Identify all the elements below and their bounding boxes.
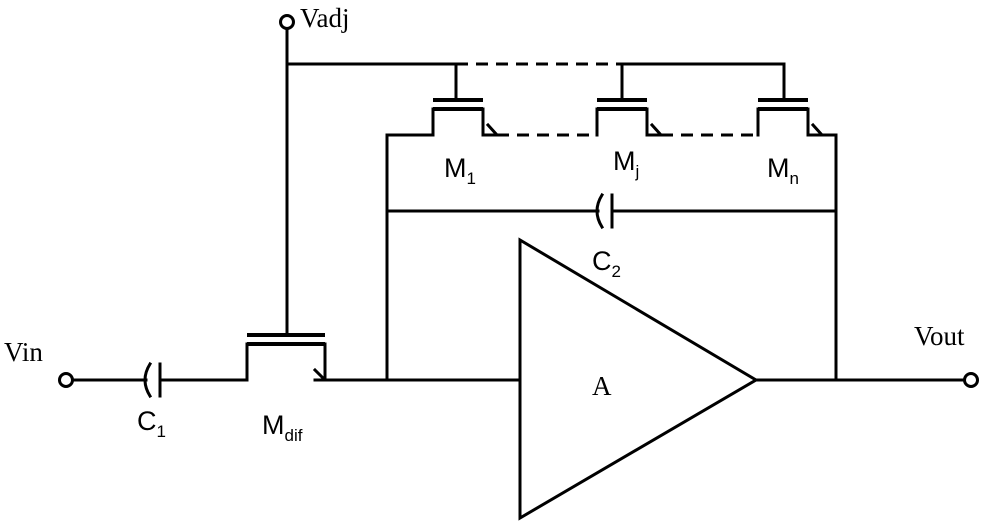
amplifier-triangle <box>518 237 759 521</box>
vout-terminal <box>963 372 979 388</box>
transistor-mdif <box>245 333 329 382</box>
m1-label: M1 <box>444 153 476 188</box>
mj-label: Mj <box>613 146 639 181</box>
vadj-label: Vadj <box>300 3 350 33</box>
amplifier-label: A <box>592 371 612 401</box>
mn-label: Mn <box>767 153 799 188</box>
vin-label: Vin <box>4 337 43 367</box>
transistor-m1 <box>431 98 501 137</box>
capacitor-c1 <box>143 361 162 399</box>
vin-terminal <box>58 372 74 388</box>
transistor-mj <box>595 98 665 137</box>
vout-label: Vout <box>914 321 965 351</box>
vadj-bus <box>285 27 786 337</box>
mdif-label: Mdif <box>262 410 303 445</box>
c1-label: C1 <box>137 406 166 441</box>
vadj-terminal <box>279 14 295 30</box>
transistor-mn <box>756 98 826 137</box>
capacitor-c2 <box>595 192 614 230</box>
c2-label: C2 <box>592 246 621 281</box>
feedback-network <box>385 133 838 382</box>
